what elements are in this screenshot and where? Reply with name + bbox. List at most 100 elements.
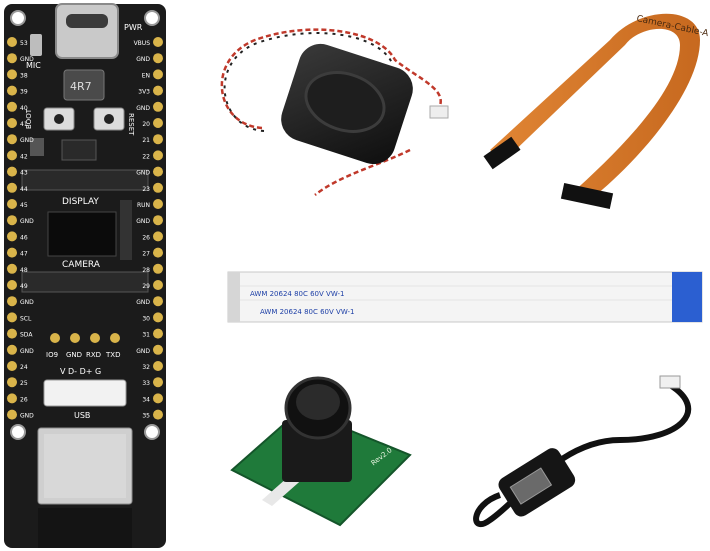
- camera-flex-cable: Camera-Cable-A: [483, 13, 710, 210]
- pin-label-right-1: GND: [136, 56, 150, 63]
- camera-lens-glass: [296, 384, 340, 420]
- usb-pins-label: V D- D+ G: [60, 367, 101, 376]
- flex-connector-end: [483, 136, 521, 170]
- pin-pad-right-2: [153, 69, 163, 80]
- pin-label-right-13: 27: [142, 251, 150, 258]
- pin-pad-right-21: [153, 377, 163, 388]
- pin-pad-right-7: [153, 150, 163, 161]
- txd-label: TXD: [105, 351, 120, 359]
- pin-label-right-8: GND: [136, 170, 150, 177]
- antenna-area: [38, 508, 132, 548]
- display-connector: [21, 169, 149, 191]
- rxd-label: RXD: [86, 351, 101, 359]
- pin-pad-left-3: [7, 85, 17, 96]
- pwr-label: PWR: [124, 23, 143, 32]
- pin-pad-left-23: [7, 409, 17, 420]
- reset-label: RESET: [127, 113, 135, 136]
- pin-label-left-19: GND: [20, 348, 34, 355]
- mount-hole: [10, 424, 26, 440]
- pin-label-left-8: 43: [20, 170, 28, 177]
- pin-pad-right-8: [153, 166, 163, 177]
- component: [61, 139, 97, 161]
- pin-pad-right-1: [153, 53, 163, 64]
- gnd-pad-label: GND: [66, 351, 82, 359]
- pin-pad-left-15: [7, 280, 17, 290]
- pin-label-left-12: 46: [20, 234, 28, 241]
- pin-label-right-0: VBUS: [134, 40, 151, 47]
- pin-label-left-5: 41: [20, 121, 28, 128]
- pin-label-left-22: 26: [20, 396, 28, 403]
- mount-hole: [144, 424, 160, 440]
- usb-c-connector: [55, 3, 119, 59]
- speaker-wire-black: [223, 32, 393, 132]
- pin-label-right-10: RUN: [137, 202, 150, 209]
- inductor-label: 4R7: [70, 80, 92, 93]
- pin-pad-left-2: [7, 69, 17, 80]
- pin-label-left-13: 47: [20, 251, 28, 258]
- pin-pad-left-21: [7, 377, 17, 388]
- pin-pad-right-14: [153, 263, 163, 274]
- pin-pad-left-7: [7, 150, 17, 161]
- pin-label-right-5: 20: [142, 121, 150, 128]
- pin-label-left-10: 45: [20, 202, 28, 209]
- pin-pad-right-5: [153, 118, 163, 128]
- pin-pad-left-13: [7, 247, 17, 258]
- pin-pad-right-23: [153, 409, 163, 420]
- usb-otg-cable: [473, 375, 692, 528]
- pin-label-left-1: GND: [20, 56, 34, 63]
- pin-label-right-14: 28: [142, 267, 150, 274]
- fpc-flat-cable: AWM 20624 80C 60V VW-1 AWM 20624 80C 60V…: [227, 271, 703, 323]
- fpc-print-line-1: AWM 20624 80C 60V VW-1: [250, 290, 344, 298]
- pin-pad-left-11: [7, 215, 17, 226]
- pin-label-right-16: GND: [136, 299, 150, 306]
- pin-label-right-19: GND: [136, 348, 150, 355]
- pin-pad-right-12: [153, 231, 163, 242]
- module-shield: [44, 434, 126, 498]
- pin-label-right-20: 32: [142, 364, 150, 371]
- pin-label-right-11: GND: [136, 218, 150, 225]
- fpc-left-end: [228, 272, 240, 322]
- pin-pad-left-6: [7, 134, 17, 145]
- pin-label-right-18: 31: [142, 332, 150, 339]
- usb-c-port: [66, 14, 108, 28]
- pin-label-right-17: 30: [142, 315, 150, 322]
- camera-label: CAMERA: [62, 260, 101, 270]
- pin-pad-right-22: [153, 393, 163, 404]
- boot-label: BOOT: [25, 108, 33, 129]
- pin-pad-right-10: [153, 199, 163, 209]
- pin-pad-left-0: [7, 37, 17, 47]
- pin-pad-left-1: [7, 53, 17, 64]
- pin-pad-right-6: [153, 134, 163, 145]
- pin-label-right-22: 34: [142, 396, 150, 403]
- pin-label-right-9: 23: [142, 186, 150, 193]
- pin-label-right-2: EN: [142, 72, 150, 79]
- reset-button-cap: [104, 114, 114, 124]
- pin-pad-right-17: [153, 312, 163, 323]
- pin-label-left-6: GND: [20, 137, 34, 144]
- pin-label-right-21: 33: [142, 380, 150, 387]
- pin-label-left-9: 44: [20, 186, 28, 193]
- pin-pad-left-19: [7, 344, 17, 355]
- pin-label-left-23: GND: [20, 413, 34, 420]
- pin-label-right-7: 22: [142, 153, 150, 160]
- pin-pad-left-16: [7, 296, 17, 307]
- pin-label-right-3: 3V3: [138, 89, 150, 96]
- pin-pad-right-16: [153, 296, 163, 307]
- pin-label-right-23: 35: [142, 413, 150, 420]
- usb-label: USB: [74, 411, 90, 420]
- mount-hole: [10, 10, 26, 26]
- fpc-right-end: [672, 272, 702, 322]
- pin-pad-left-5: [7, 118, 17, 128]
- pin-pad-left-14: [7, 263, 17, 274]
- pin-label-left-0: 53: [20, 40, 28, 47]
- usb-plug-white: [659, 375, 681, 389]
- pin-label-left-15: 49: [20, 283, 28, 290]
- pin-label-left-20: 24: [20, 364, 28, 371]
- pin-pad-right-0: [153, 37, 163, 47]
- pad-txd: [110, 333, 120, 343]
- pin-label-left-17: SCL: [20, 315, 32, 322]
- display-label: DISPLAY: [62, 197, 99, 207]
- speaker-plug: [429, 105, 449, 119]
- mount-hole: [144, 10, 160, 26]
